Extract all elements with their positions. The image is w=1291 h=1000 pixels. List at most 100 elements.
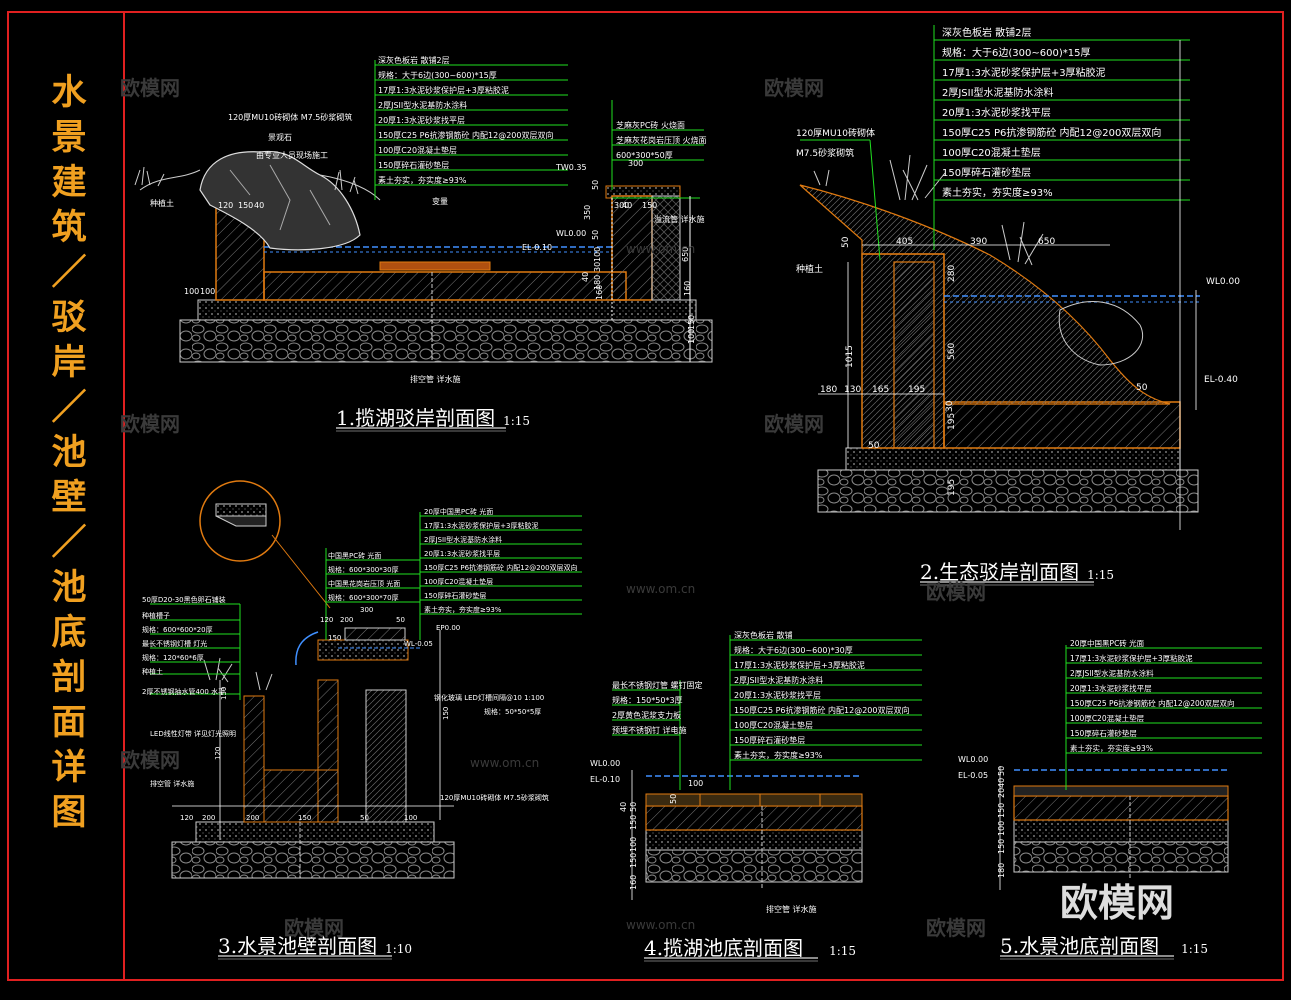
s2-dim: 130 — [844, 385, 861, 395]
s3-light-label: LED线性灯带 详见灯光照明 — [150, 729, 236, 738]
s3-mid-note: 中国黑花岗岩压顶 光面 — [328, 579, 400, 588]
s1-note: 100厚C20混凝土垫层 — [378, 145, 457, 155]
s3-gravel-base — [171, 841, 455, 879]
s5-dim: 180 — [997, 863, 1006, 878]
s4-dim: 160 — [629, 875, 638, 890]
s2-dim: 165 — [872, 385, 889, 395]
watermark: 欧模网 — [284, 916, 344, 940]
s1-dim: 50 — [591, 230, 600, 240]
s5-wl-label: WL0.00 — [958, 755, 988, 764]
s2-dim: 195 — [947, 479, 957, 496]
s4-note: 150厚C25 P6抗渗钢筋砼 内配12@200双层双向 — [734, 705, 909, 715]
s3-coping-cap — [344, 627, 406, 641]
section-2-drawing — [799, 25, 1200, 530]
s3-dim: 150 — [220, 687, 228, 700]
s2-wall-inner — [893, 261, 935, 449]
s3-dim: 50 — [360, 814, 369, 822]
s1-ground-line — [139, 169, 381, 201]
s1-overflow-label: 溢流管 详水施 — [654, 214, 705, 224]
s3-cap-label: 钢化玻璃 LED灯槽间隔@10 1:100 — [434, 693, 544, 702]
s3-dim: 200 — [340, 616, 353, 624]
section-5-drawing — [999, 645, 1262, 890]
s3-detail-wedge — [215, 515, 267, 527]
s2-concrete-base — [845, 447, 1181, 471]
s5-note: 100厚C20混凝土垫层 — [1070, 713, 1145, 723]
s2-note: 2厚JSII型水泥基防水涂料 — [942, 86, 1054, 99]
caption-section-3-scale: 1:10 — [385, 942, 413, 956]
sheet-title-char: 图 — [51, 792, 87, 833]
s5-note: 2厚JSII型水泥基防水涂料 — [1070, 668, 1154, 678]
s1-dim: 180 — [593, 275, 602, 290]
s4-drain-label: 排空管 详水施 — [766, 904, 817, 914]
s4-dim: 40 — [619, 802, 628, 812]
s3-dim: 120 — [214, 747, 222, 760]
s2-note: 深灰色板岩 散铺2层 — [942, 26, 1032, 39]
s1-dim: 150 — [642, 201, 657, 210]
s3-note: 17厚1:3水泥砂浆保护层+3厚粘胶泥 — [424, 521, 539, 530]
caption-section-2-title: 2.生态驳岸剖面图 — [920, 560, 1080, 584]
watermark: 欧模网 — [120, 76, 180, 100]
s1-dim: 300 — [628, 159, 643, 168]
s4-note: 2厚JSII型水泥基防水涂料 — [734, 675, 823, 685]
s5-dim: 150 — [997, 803, 1006, 818]
s1-note: 150厚碎石灌砂垫层 — [378, 160, 449, 170]
s2-dim: 560 — [947, 343, 957, 360]
s2-wall-label: 120厚MU10砖砌体 — [796, 127, 875, 139]
s2-slope — [799, 184, 1171, 405]
s1-rock — [199, 150, 361, 251]
s3-dim: 120 — [180, 814, 193, 822]
s3-planter-wall-right — [317, 679, 339, 823]
s4-note: 素土夯实，夯实度≥93% — [734, 750, 823, 760]
s3-pool-wall — [365, 689, 407, 823]
s2-dim: 390 — [970, 237, 987, 247]
s1-drain-label: 排空管 详水施 — [410, 374, 461, 384]
s1-note: 深灰色板岩 散铺2层 — [378, 55, 450, 65]
s1-rock-label: 景观石 — [268, 133, 292, 142]
annotation-text-layer: 深灰色板岩 散铺2层规格：大于6边(300~600)*15厚17厚1:3水泥砂浆… — [142, 26, 1240, 914]
s1-note: 2厚JSII型水泥基防水涂料 — [378, 100, 467, 110]
s3-left-note: 2厚不锈钢抽水管400 水平 — [142, 687, 225, 696]
watermark: 欧模网 — [926, 916, 986, 940]
s1-concrete-base — [197, 299, 697, 321]
s3-leader-lines — [150, 512, 582, 700]
caption-section-4-title: 4.揽湖池底剖面图 — [644, 936, 804, 960]
s1-note: 20厚1:3水泥砂浆找平层 — [378, 115, 465, 125]
s3-note: 2厚JSII型水泥基防水涂料 — [424, 535, 502, 544]
sheet-title-char: 建 — [51, 162, 87, 203]
s4-dim: 50 — [669, 794, 678, 804]
s4-paving — [645, 793, 863, 807]
s2-boulder — [1058, 301, 1143, 366]
s3-left-note: 种植土 — [142, 667, 163, 676]
s1-dim: 350 — [583, 205, 592, 220]
s5-leader-lines — [1065, 645, 1262, 790]
caption-section-4-scale: 1:15 — [829, 944, 857, 958]
s2-dim: 280 — [947, 265, 957, 282]
s5-gravel-base — [1013, 841, 1229, 873]
s5-concrete-layer — [1013, 819, 1229, 843]
s5-note: 150厚碎石灌砂垫层 — [1070, 728, 1137, 738]
s1-dim: 100 — [200, 287, 215, 296]
s4-dim: 150 — [629, 853, 638, 868]
s2-leader-lines — [800, 25, 1190, 261]
s3-coping — [317, 639, 409, 661]
s5-dim: 50 — [997, 766, 1006, 776]
s3-left-note: 50厚D20-30黑色卵石铺装 — [142, 595, 226, 604]
s4-note: 150厚碎石灌砂垫层 — [734, 735, 805, 745]
s4-rc-slab — [645, 805, 863, 831]
watermark: 欧模网 — [764, 412, 824, 436]
s3-dim: 150 — [328, 634, 341, 642]
s1-dim: 30 — [593, 262, 602, 272]
watermark: 欧模网 — [120, 748, 180, 772]
sheet-title-char: 壁 — [51, 477, 87, 518]
s2-note: 规格：大于6边(300~600)*15厚 — [942, 46, 1090, 59]
s4-dim: 50 — [629, 802, 638, 812]
s4-note: 17厚1:3水泥砂浆保护层+3厚粘胶泥 — [734, 660, 865, 670]
s3-spec-label: 规格：50*50*5厚 — [484, 707, 541, 716]
s1-outer-block — [651, 195, 681, 301]
sheet-title-char: 岸 — [51, 342, 87, 383]
s1-dim: 650 — [681, 247, 690, 262]
sheet-title-char: ／ — [51, 252, 87, 293]
s1-note: 17厚1:3水泥砂浆保护层+3厚粘胶泥 — [378, 85, 509, 95]
